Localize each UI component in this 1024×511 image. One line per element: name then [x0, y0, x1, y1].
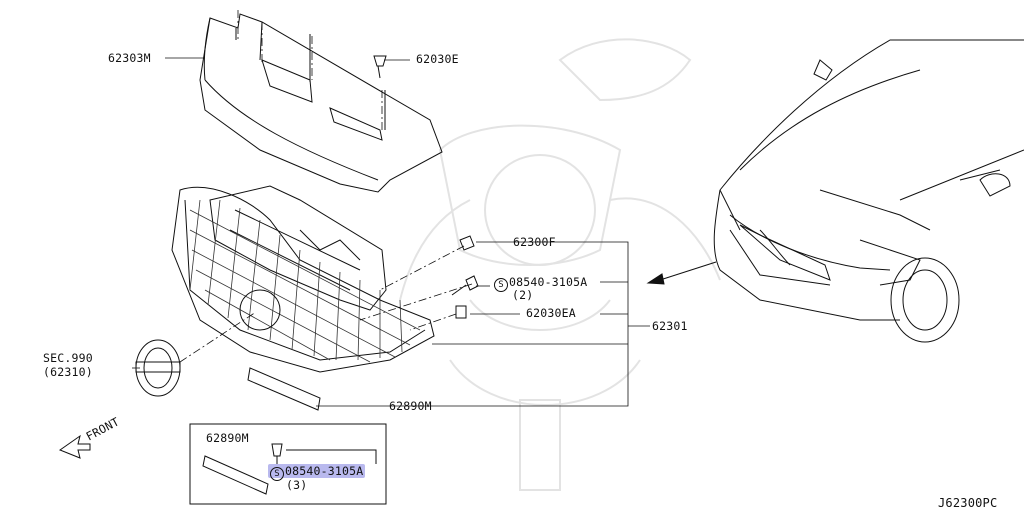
label-bolt-qty-2: (2) — [512, 288, 534, 302]
car-illustration — [713, 39, 1024, 343]
inset-s-symbol-icon: S — [270, 467, 284, 481]
emblem — [135, 339, 181, 397]
label-sec-990: SEC.990 — [43, 351, 93, 365]
pointer-arrow — [646, 261, 717, 285]
inset-box — [189, 423, 387, 505]
dash-lines — [179, 10, 473, 363]
inset-label-62890m: 62890M — [206, 431, 249, 445]
grille-bracket — [209, 185, 387, 311]
leader-lines — [132, 57, 650, 407]
label-62030ea: 62030EA — [526, 306, 576, 320]
fastener-clips — [373, 55, 479, 319]
hood-molding — [199, 13, 443, 193]
front-arrow — [58, 434, 91, 459]
label-62303m: 62303M — [108, 51, 151, 65]
label-62030e: 62030E — [416, 52, 459, 66]
inset-bolt-part-number: 08540-3105A — [285, 464, 364, 478]
label-62301: 62301 — [652, 319, 688, 333]
watermark-emblem — [399, 38, 721, 491]
label-62890m: 62890M — [389, 399, 432, 413]
nameplate — [247, 367, 321, 411]
label-62300f: 62300F — [513, 235, 556, 249]
diagram-code: J62300PC — [938, 496, 998, 510]
s-symbol-icon: S — [494, 278, 508, 292]
label-sec-62310: (62310) — [43, 365, 93, 379]
grille-mesh — [171, 186, 435, 373]
inset-label-qty-3: (3) — [286, 478, 308, 492]
bolt-part-number: 08540-3105A — [509, 275, 588, 289]
